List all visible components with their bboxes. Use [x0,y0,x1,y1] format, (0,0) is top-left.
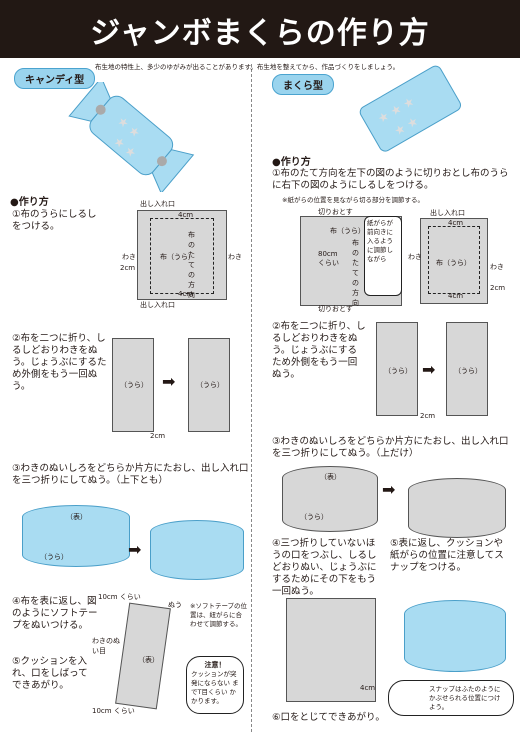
left-fabric-stitch-line [150,218,214,294]
snap-note: スナップはふたのようにかぶせられる位置につけよう。 [429,685,501,711]
caution-title: 注意！ [204,661,226,669]
right-ura-1: （うら） [384,367,412,375]
left-dim-top: 4cm [178,211,194,219]
left-ura-1: （うら） [120,381,148,389]
right-snap-tube [404,600,506,672]
pillow-type-tag: まくら型 [272,74,334,95]
right-dim-bottom: 4cm [448,292,464,300]
title-bar [0,0,520,58]
right-step-2: ②布を二つに折り、しるしどおりわきをぬう。じょうぶにするため外側をもう一回ぬう。 [272,321,366,380]
right-top-label: 出し入れ口 [430,209,465,217]
snap-callout: スナップはふたのようにかぶせられる位置につけよう。 [388,680,514,716]
right-fabric-label-2: 布（うら） [436,259,471,267]
caution-callout: 注意！ クッションが突発にならない までT目くらい かかります。 [186,656,244,714]
right-cut-note: ※紙がらの位置を見ながら切る部分を調節する。 [282,196,424,204]
caution-text: クッションが突発にならない までT目くらい かかります。 [191,670,239,705]
arrow-icon: ➡ [162,372,176,391]
right-dim-4cm-c: 4cm [360,684,376,692]
right-folded-fabric-1 [376,322,418,416]
right-fabric-diagram [420,218,488,304]
right-tube-1 [282,466,378,532]
right-side-1: わき [408,253,422,261]
left-step-2: ②布を二つに折り、しるしどおりわきをぬう。じょうぶにするため外側をもう一回ぬう。 [12,333,107,392]
pillow-illustration: ★ ★ ★ ★ ★ [359,65,462,152]
left-step-5: ⑤クッションを入れ、口をしばってできあがり。 [12,656,88,691]
left-dim-2cm-b: 2cm [150,432,166,440]
left-folded-fabric-1 [112,338,154,432]
left-dim-bottom: 4cm [178,290,194,298]
right-tube-2 [408,478,506,538]
right-length: 80cm くらい [318,250,339,267]
right-callout-text: 紙がらが前向きに入るように調節しながら [367,219,393,263]
left-fabric-diagram [137,210,227,300]
arrow-icon: ➡ [382,480,396,499]
right-grain: 布のたての方向 [352,239,359,307]
arrow-icon: ➡ [128,540,142,559]
left-dim-10cm-bottom: 10cm くらい [92,707,135,715]
left-diagram-top-label: 出し入れ口 [140,200,175,208]
left-section-heading: ●作り方 [10,197,49,208]
left-fabric-label: 布（うら） [160,253,195,261]
right-ura-2: （うら） [454,367,482,375]
left-grain-label: 布のたての方向 [188,231,195,299]
left-waki-nuime: わきのぬい目 [92,637,120,655]
candy-type-tag: キャンディ型 [14,68,96,89]
left-diagram-bottom-label: 出し入れ口 [140,301,175,309]
column-divider [251,64,252,732]
right-folded-fabric-2 [446,322,488,416]
page-title: ジャンボまくらの作り方 [90,16,430,51]
left-folded-fabric-2 [188,338,230,432]
right-ura-3: （うら） [300,513,328,521]
right-fabric-label: 布（うら） [330,227,365,235]
right-dim-top: 4cm [448,219,464,227]
right-cut-bottom: 切りおとす [318,305,353,313]
fabric-note: 布生地の特性上、多少のゆがみが出ることがあります。布生地を整えてから、作品づくり… [95,63,400,71]
right-step-4: ④三つ折りしていないほうの口をつぶし、しるしどおりぬい、じょうぶにするためにその… [272,538,377,597]
right-cut-top: 切りおとす [318,208,353,216]
right-dim-2cm: 2cm [490,284,506,292]
arrow-icon: ➡ [422,360,436,379]
left-side-label-2: わき [228,253,242,261]
left-ura-2: （うら） [196,381,224,389]
left-omote-1: （表） [66,513,87,521]
left-ura-3: （うら） [40,553,68,561]
right-step-3: ③わきのぬいしろをどちらか片方にたおし、出し入れ口を三つ折りにしてぬう。（上だけ… [272,436,509,459]
left-dim-2cm: 2cm [120,264,136,272]
right-step-6: ⑥口をとじてできあがり。 [272,712,385,723]
left-dim-10cm-top: 10cm くらい [98,593,141,601]
right-flat-tube [286,598,376,702]
right-adjust-callout: 紙がらが前向きに入るように調節しながら [364,216,402,296]
right-step-5: ⑤表に返し、クッションや紙がらの位置に注意してスナップをつける。 [390,538,504,573]
left-omote-2: （表） [138,656,159,664]
right-fabric-stitch [428,226,480,294]
right-omote-1: （表） [320,473,341,481]
right-step-1: ①布のたて方向を左下の図のように切りおとし布のうらに右下の図のようにしるしをつけ… [272,168,509,191]
candy-pillow-illustration: ★ ★ ★ ★ [68,82,195,192]
left-tape-note: ※ソフトテープの位置は、紐がらに合わせて調節する。 [190,602,248,628]
left-tube-1 [22,505,130,567]
left-step-4: ④布を表に返し、図のようにソフトテープをぬいつける。 [12,596,98,631]
left-side-label-1: わき [122,253,136,261]
right-dim-2cm-b: 2cm [420,412,436,420]
right-section-heading: ●作り方 [272,157,311,168]
left-step-3: ③わきのぬいしろをどちらか片方にたおし、出し入れ口を三つ折りにしてぬう。（上下と… [12,463,249,486]
left-step-1: ①布のうらにしるしをつける。 [12,209,97,232]
right-side-2: わき [490,263,504,271]
left-tube-2 [150,520,244,580]
left-nuu-label: ぬう [168,601,182,609]
